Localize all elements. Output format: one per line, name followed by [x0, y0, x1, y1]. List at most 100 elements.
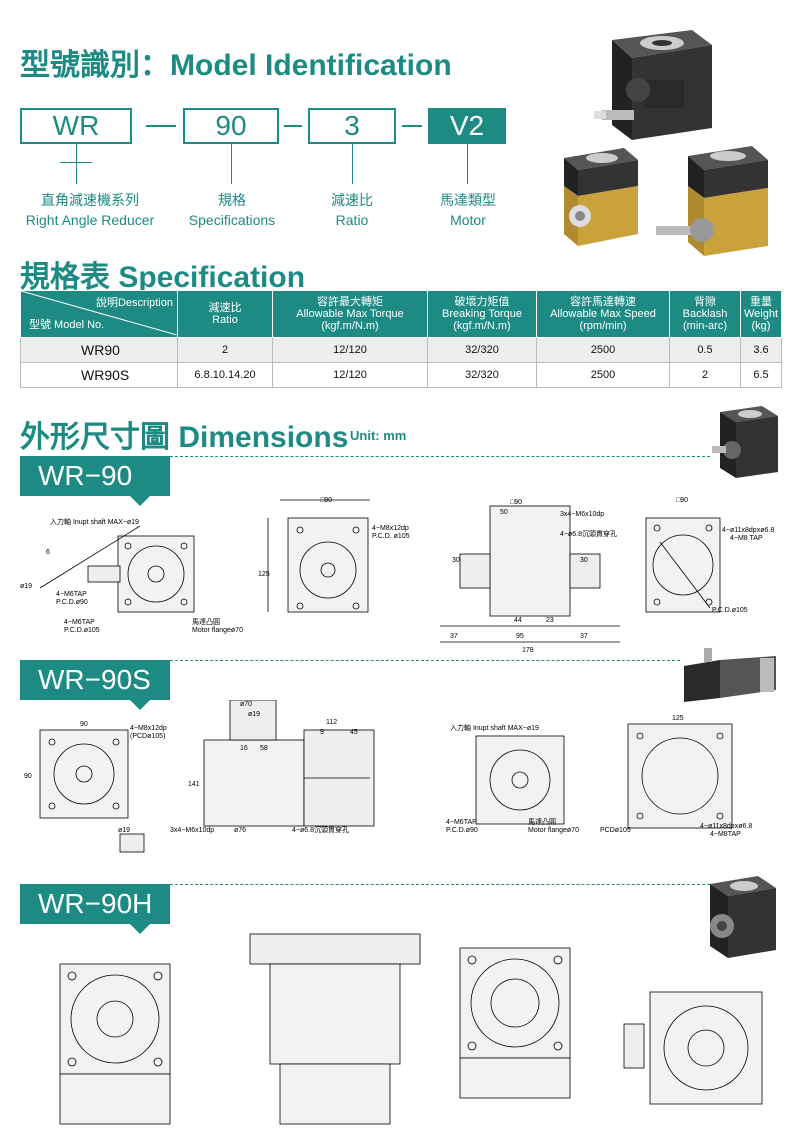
dim-23: 23: [546, 617, 554, 624]
dim-58: 58: [260, 745, 268, 752]
label-input-shaft: 入力軸 Inupt shaft MAX−ø19: [50, 517, 139, 526]
table-row: WR90 2 12/120 32/320 2500 0.5 3.6: [20, 337, 782, 363]
dim-square90-c: □90: [676, 497, 688, 504]
dim-90-s2: 90: [24, 773, 32, 780]
dim-square90-b: □90: [510, 499, 522, 506]
section-divider: [170, 660, 680, 661]
drawing-wr90s: 90 4−M8x12dp (PCDø105) 90 ø19 ø70 ø19 58…: [24, 700, 752, 853]
label-pcd105-c: P.C.D.ø105: [712, 607, 748, 614]
section-tag-wr90h: WR−90H: [20, 884, 170, 934]
label-tap11-s: 4−ø11x8dpxø6.8: [700, 823, 752, 830]
label-tap11: 4−ø11x8dpxø6.8: [722, 527, 774, 534]
separator-dash: [284, 125, 302, 127]
cell-weight: 6.5: [740, 362, 782, 388]
header-description: 說明Description: [95, 297, 173, 309]
label-pcd90-s: P.C.D.ø90: [446, 827, 478, 834]
code-box-ratio: 3: [308, 108, 396, 144]
label-motor-flange-s: Motor flangeø70: [528, 827, 579, 834]
dim-square90: □90: [320, 497, 332, 504]
dim-19-s: ø19: [118, 827, 130, 834]
dim-phi70: ø70: [240, 701, 252, 708]
cell-model: WR90: [20, 337, 178, 363]
cell-max-speed: 2500: [536, 362, 670, 388]
section-tag-wr90s: WR−90S: [20, 660, 170, 710]
label-m6tap: 4−M6TAP: [56, 591, 87, 598]
header-diagonal: [21, 291, 177, 335]
dim-45: 45: [350, 729, 358, 736]
dim-6: 6: [46, 549, 50, 556]
separator-dash: [402, 125, 422, 127]
connector-line: [467, 144, 468, 184]
cell-ratio: 6.8.10.14.20: [177, 362, 273, 388]
label-motor-flange-zh-s: 馬達凸圓: [528, 817, 556, 826]
label-motor-flange-zh: 馬達凸圓: [192, 617, 220, 626]
label-through-hole-s: 4−ø6.8沉頭貫穿孔: [292, 825, 349, 834]
label-m8tap: 4−M8 TAP: [730, 535, 763, 542]
label-m8x12: 4−M8x12dp: [372, 525, 409, 532]
label-pcd105c: PCDø105: [600, 827, 631, 834]
dim-phi76: ø76: [234, 827, 246, 834]
cell-backlash: 0.5: [669, 337, 741, 363]
drawing-wr90: 入力軸 Inupt shaft MAX−ø19 6 ø19 4−M6TAP P.…: [20, 497, 774, 654]
dim-125: 125: [258, 571, 270, 578]
dim-125-s: 125: [672, 715, 684, 722]
dim-9: 9: [320, 729, 324, 736]
label-input-shaft-s: 入力軸 Inupt shaft MAX−ø19: [450, 723, 539, 732]
cell-breaking-torque: 32/320: [427, 362, 537, 388]
label-wr90s-m8: 4−M8x12dp: [130, 725, 167, 732]
label-motor-flange: Motor flangeø70: [192, 627, 243, 634]
dim-95: 95: [516, 633, 524, 640]
dim-178: 178: [522, 647, 534, 654]
section-divider: [170, 884, 710, 885]
dimensions-title: 外形尺寸圖 Dimensions: [20, 421, 349, 454]
dim-141: 141: [188, 781, 200, 788]
dim-30: 30: [452, 557, 460, 564]
section-tag-wr90: WR−90: [20, 456, 170, 506]
label-m6tap-2: 4−M6TAP: [64, 619, 95, 626]
cell-model: WR90S: [20, 362, 178, 388]
product-photo-gearbox-group: [564, 30, 768, 256]
product-photo-wr90: [712, 406, 778, 478]
code-box-spec: 90: [183, 108, 279, 144]
cell-backlash: 2: [669, 362, 741, 388]
label-pcd105b: P.C.D. ø105: [372, 533, 410, 540]
connector-line: [352, 144, 353, 184]
cell-weight: 3.6: [740, 337, 782, 363]
dim-19: ø19: [20, 583, 32, 590]
cell-max-torque: 12/120: [272, 362, 428, 388]
label-pcd-a: (PCDø105): [130, 733, 165, 740]
header-model-no: 型號 Model No.: [29, 319, 105, 331]
dim-37-b: 37: [580, 633, 588, 640]
dim-phi19: ø19: [248, 711, 260, 718]
label-m6x10: 3x4−M6x10dp: [560, 511, 604, 518]
section-divider: [170, 456, 710, 457]
table-row: WR90S 6.8.10.14.20 12/120 32/320 2500 2 …: [20, 362, 782, 388]
dim-30-b: 30: [580, 557, 588, 564]
product-photo-wr90h: [710, 876, 776, 958]
code-box-motor: V2: [428, 108, 506, 144]
label-m6tap-s: 4−M6TAP: [446, 819, 477, 826]
model-identification-title: 型號識別：Model Identification: [20, 49, 452, 82]
header-corner: 說明Description 型號 Model No.: [20, 290, 178, 338]
cell-breaking-torque: 32/320: [427, 337, 537, 363]
dim-44: 44: [514, 617, 522, 624]
connector-line: [76, 144, 77, 162]
cell-ratio: 2: [177, 337, 273, 363]
label-through-hole: 4−ø6.8沉頭貫穿孔: [560, 529, 617, 538]
cell-max-torque: 12/120: [272, 337, 428, 363]
specification-title: 規格表 Specification: [20, 261, 306, 294]
label-pcd90: P.C.D.ø90: [56, 599, 88, 606]
label-m8tap-s: 4−M8TAP: [710, 831, 741, 838]
label-pcd105: P.C.D.ø105: [64, 627, 100, 634]
